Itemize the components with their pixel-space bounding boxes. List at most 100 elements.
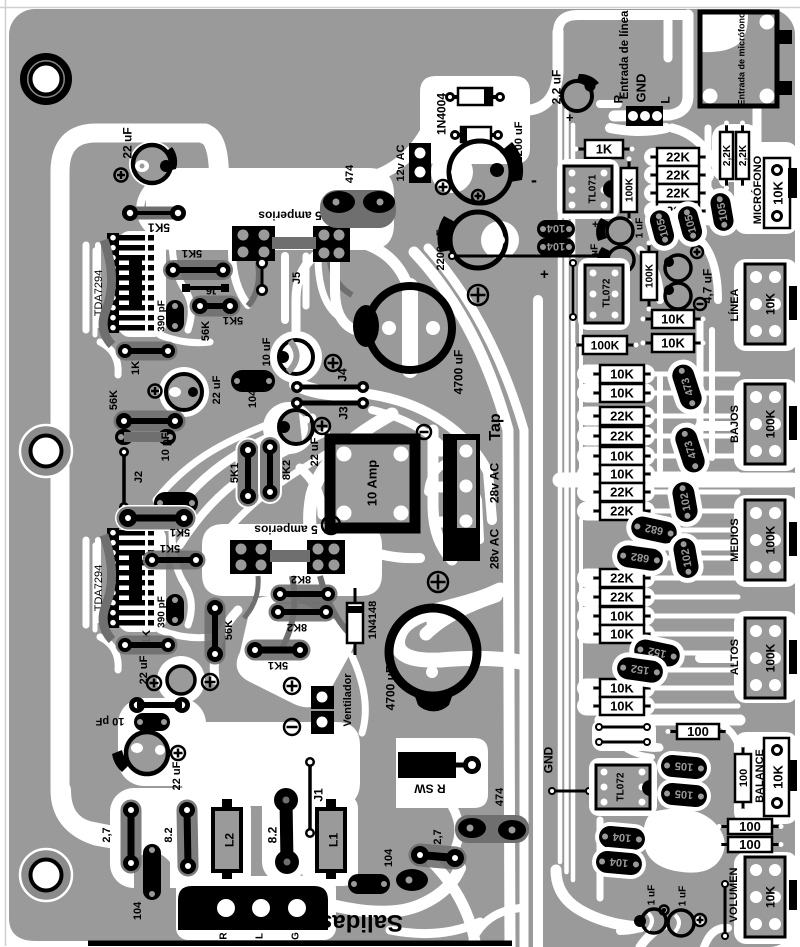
svg-text:22 uF: 22 uF xyxy=(138,655,150,684)
svg-text:12v AC: 12v AC xyxy=(395,145,407,182)
svg-text:R: R xyxy=(219,932,230,940)
svg-text:J2: J2 xyxy=(133,471,145,483)
svg-text:100K: 100K xyxy=(645,263,656,288)
svg-text:104: 104 xyxy=(247,389,259,408)
svg-text:22K: 22K xyxy=(666,168,690,183)
svg-text:390 pF: 390 pF xyxy=(157,596,168,628)
svg-text:100: 100 xyxy=(738,769,750,787)
svg-text:10K: 10K xyxy=(661,312,685,327)
svg-text:100K: 100K xyxy=(763,643,777,672)
svg-text:390 pF: 390 pF xyxy=(157,300,168,332)
svg-text:682: 682 xyxy=(630,550,650,564)
svg-text:BAJOS: BAJOS xyxy=(729,405,741,443)
svg-text:Ventilador: Ventilador xyxy=(342,673,354,727)
svg-text:22K: 22K xyxy=(610,409,634,424)
svg-text:10 Amp: 10 Amp xyxy=(365,460,380,507)
svg-text:L1: L1 xyxy=(326,833,340,847)
svg-text:5 amperios: 5 amperios xyxy=(254,523,318,537)
svg-text:TDA7294: TDA7294 xyxy=(93,270,105,316)
svg-text:100K: 100K xyxy=(763,525,777,554)
svg-text:22K: 22K xyxy=(610,571,634,586)
svg-text:2200 uF: 2200 uF xyxy=(513,121,525,162)
svg-text:473: 473 xyxy=(679,376,696,397)
svg-text:100K: 100K xyxy=(763,409,777,438)
svg-text:2,2K: 2,2K xyxy=(722,144,733,166)
svg-text:10K: 10K xyxy=(610,627,634,642)
svg-text:+: + xyxy=(566,110,574,125)
svg-text:104: 104 xyxy=(383,848,395,867)
svg-text:2,2K: 2,2K xyxy=(738,144,749,166)
svg-text:28v AC: 28v AC xyxy=(487,463,501,504)
svg-text:G: G xyxy=(291,932,302,940)
svg-text:Entrada de línea: Entrada de línea xyxy=(619,10,631,99)
svg-text:4,7 uF: 4,7 uF xyxy=(700,269,714,304)
svg-text:104: 104 xyxy=(612,830,632,844)
svg-text:22K: 22K xyxy=(610,429,634,444)
svg-text:TL072: TL072 xyxy=(616,772,627,801)
svg-text:474: 474 xyxy=(344,164,356,183)
svg-text:22K: 22K xyxy=(610,485,634,500)
svg-text:5K1: 5K1 xyxy=(182,247,202,259)
svg-text:4700 uF: 4700 uF xyxy=(383,666,397,711)
svg-text:10K: 10K xyxy=(610,699,634,714)
svg-text:22K: 22K xyxy=(610,504,634,519)
svg-text:-: - xyxy=(531,170,537,190)
svg-text:22 uF: 22 uF xyxy=(309,437,321,466)
svg-text:Tap: Tap xyxy=(487,413,504,440)
svg-text:+: + xyxy=(592,249,598,261)
svg-text:ALTOS: ALTOS xyxy=(729,639,741,675)
svg-text:L: L xyxy=(658,96,672,103)
svg-text:10K: 10K xyxy=(771,180,786,204)
svg-text:10 pF: 10 pF xyxy=(160,432,172,461)
svg-text:1 uF: 1 uF xyxy=(635,218,646,239)
svg-text:100: 100 xyxy=(687,724,709,739)
svg-text:TL072: TL072 xyxy=(602,278,613,307)
svg-text:22K: 22K xyxy=(666,150,690,165)
svg-text:L2: L2 xyxy=(222,833,236,847)
svg-text:100: 100 xyxy=(739,819,761,834)
svg-text:10K: 10K xyxy=(610,386,634,401)
svg-text:105: 105 xyxy=(674,787,693,801)
svg-text:22 uF: 22 uF xyxy=(171,761,183,790)
svg-text:Salidas: Salidas xyxy=(319,909,403,936)
svg-text:8K2: 8K2 xyxy=(291,573,311,585)
svg-text:104: 104 xyxy=(132,901,144,920)
svg-text:2,7: 2,7 xyxy=(432,829,444,844)
svg-text:102: 102 xyxy=(678,492,693,512)
svg-text:56K: 56K xyxy=(223,620,235,640)
svg-text:10K: 10K xyxy=(771,764,786,788)
svg-text:TDA7294: TDA7294 xyxy=(93,565,105,611)
svg-text:J1: J1 xyxy=(311,788,325,802)
svg-text:682: 682 xyxy=(644,521,664,537)
svg-text:10 pF: 10 pF xyxy=(95,715,124,727)
svg-text:5K1: 5K1 xyxy=(170,526,190,538)
svg-text:MICRÓFONO: MICRÓFONO xyxy=(751,155,764,224)
svg-text:1N4004: 1N4004 xyxy=(434,93,448,135)
svg-text:+: + xyxy=(592,219,598,231)
svg-text:105: 105 xyxy=(674,759,693,773)
svg-text:105: 105 xyxy=(715,202,730,222)
svg-text:100: 100 xyxy=(739,837,761,852)
svg-text:152: 152 xyxy=(630,662,650,676)
svg-text:10K: 10K xyxy=(661,336,685,351)
svg-text:10K: 10K xyxy=(610,367,634,382)
svg-text:2,2 uF: 2,2 uF xyxy=(549,70,563,105)
svg-text:10K: 10K xyxy=(610,467,634,482)
svg-text:1 uF: 1 uF xyxy=(647,885,658,906)
svg-text:8.2: 8.2 xyxy=(265,826,279,843)
svg-text:8K2: 8K2 xyxy=(281,460,293,480)
svg-text:10K: 10K xyxy=(610,609,634,624)
svg-text:1 uF: 1 uF xyxy=(590,244,601,265)
svg-text:105: 105 xyxy=(683,213,699,234)
svg-text:100K: 100K xyxy=(625,177,636,202)
svg-text:2200 uF: 2200 uF xyxy=(435,229,447,270)
svg-text:Entrada de micrófono: Entrada de micrófono xyxy=(736,12,746,106)
svg-text:28v AC: 28v AC xyxy=(487,529,501,570)
svg-text:J3: J3 xyxy=(336,406,350,420)
svg-text:56K: 56K xyxy=(200,321,212,341)
svg-text:56K: 56K xyxy=(108,390,120,410)
svg-text:104: 104 xyxy=(546,222,565,234)
svg-text:10K: 10K xyxy=(610,449,634,464)
svg-text:R SW: R SW xyxy=(414,782,446,796)
svg-text:4700 uF: 4700 uF xyxy=(451,350,465,395)
